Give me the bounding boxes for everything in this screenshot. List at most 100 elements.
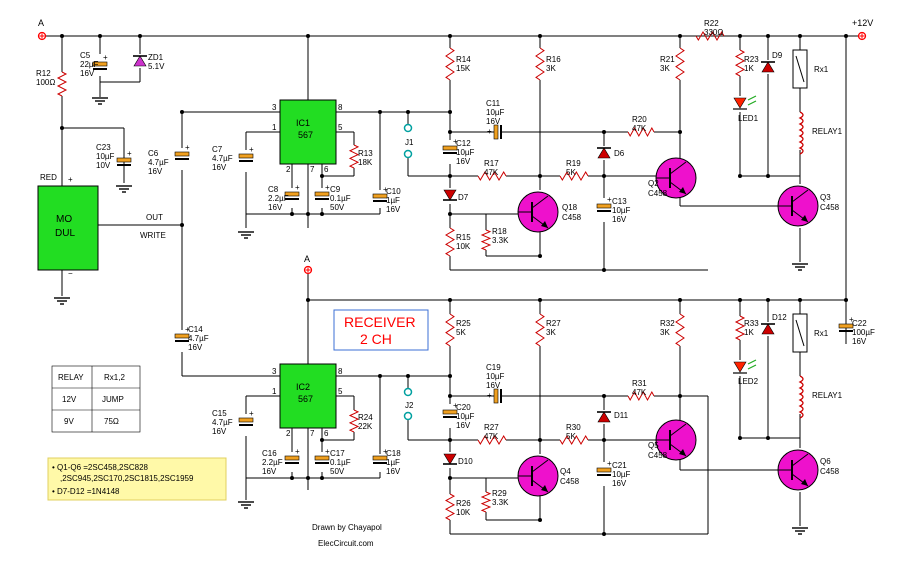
- ground-c5: [92, 97, 108, 105]
- transistor-q3-ref: Q3: [820, 193, 831, 202]
- capacitors: +C522µF16V+C2310µF10V+C64.7µF16V+C74.7µF…: [80, 51, 875, 488]
- capacitor-c7-value: 4.7µF: [212, 154, 233, 163]
- table-r1c1: RELAY: [58, 373, 84, 382]
- diode-d10: D10: [443, 453, 473, 466]
- capacitor-c19-ref: C19: [486, 363, 501, 372]
- j1-label: J1: [405, 138, 414, 147]
- resistor-r21-value: 3K: [660, 64, 670, 73]
- resistor-r23-value: 1K: [744, 64, 754, 73]
- title-line2: 2 CH: [360, 331, 392, 347]
- resistor-r33-value: 1K: [744, 328, 754, 337]
- capacitor-c16-voltage: 16V: [262, 467, 277, 476]
- capacitor-c5-plus: +: [103, 53, 108, 62]
- resistors: R12100ΩR1415KR163KR213KR231KR1318KR1510K…: [36, 19, 759, 521]
- capacitor-c15-plus: +: [249, 409, 254, 418]
- diode-zd1-ref: ZD1: [148, 53, 164, 62]
- capacitor-c18-voltage: 16V: [386, 467, 401, 476]
- capacitor-c18-ref: C18: [386, 449, 401, 458]
- capacitor-c7-plus: +: [249, 145, 254, 154]
- capacitor-c19-plus: +: [487, 391, 492, 400]
- transistor-q2-ref: Q2: [648, 179, 659, 188]
- resistor-r25-value: 5K: [456, 328, 466, 337]
- transistor-q5-ref: Q5: [648, 441, 659, 450]
- capacitor-c7-voltage: 16V: [212, 163, 227, 172]
- wiring: [42, 34, 862, 536]
- diode-d11: D11: [597, 411, 629, 423]
- capacitor-c22-value: 100µF: [852, 328, 875, 337]
- ic1-pin2: 2: [286, 165, 291, 174]
- ground-ic1: [238, 231, 254, 239]
- transistor-q3-part: C458: [820, 203, 840, 212]
- capacitor-c20-value: 10µF: [456, 412, 475, 421]
- diode-d9: D9: [761, 51, 783, 73]
- transistor-q6-ref: Q6: [820, 457, 831, 466]
- capacitor-c15-voltage: 16V: [212, 427, 227, 436]
- capacitor-c17-plus: +: [325, 447, 330, 456]
- capacitor-c8-ref: C8: [268, 185, 279, 194]
- capacitor-c9-voltage: 50V: [330, 203, 345, 212]
- capacitor-c5-value: 22µF: [80, 60, 99, 69]
- ic2-567: IC2 567 3 1 8 5 2 7 6: [272, 363, 343, 438]
- resistor-r26-value: 10K: [456, 508, 471, 517]
- j2-label: J2: [405, 401, 414, 410]
- ic1-part: 567: [298, 130, 313, 140]
- transistor-q4-ref: Q4: [560, 467, 571, 476]
- ground-q3: [792, 263, 808, 271]
- jumper-j1: J1: [403, 123, 414, 159]
- capacitor-c9-ref: C9: [330, 185, 341, 194]
- capacitor-c10-value: 1µF: [386, 196, 400, 205]
- diode-zd1-value: 5.1V: [148, 62, 165, 71]
- capacitor-c8-value: 2.2µF: [268, 194, 289, 203]
- resistor-r14-value: 15K: [456, 64, 471, 73]
- capacitor-c5-ref: C5: [80, 51, 91, 60]
- capacitor-c16-value: 2.2µF: [262, 458, 283, 467]
- capacitor-c14-value: 4.7µF: [188, 334, 209, 343]
- table-r3c1: 9V: [64, 417, 74, 426]
- module-minus-label: −: [68, 269, 73, 278]
- ic2-pin3: 3: [272, 367, 277, 376]
- ic1-ref: IC1: [296, 118, 310, 128]
- resistor-r31-ref: R31: [632, 379, 647, 388]
- capacitor-c9-value: 0.1µF: [330, 194, 351, 203]
- capacitor-c8-plus: +: [295, 183, 300, 192]
- capacitor-c19-value: 10µF: [486, 372, 505, 381]
- capacitor-c10-ref: C10: [386, 187, 401, 196]
- capacitor-c11-value: 10µF: [486, 108, 505, 117]
- resistor-r31-value: 47K: [632, 388, 647, 397]
- diode-d6: D6: [597, 147, 625, 159]
- transistor-q2-part: C458: [648, 189, 668, 198]
- capacitor-c15-ref: C15: [212, 409, 227, 418]
- resistor-r24-value: 22K: [358, 422, 373, 431]
- module-out-label: OUT: [146, 213, 163, 222]
- capacitor-c7-ref: C7: [212, 145, 223, 154]
- diode-d12: D12: [761, 313, 787, 335]
- resistor-r21-ref: R21: [660, 55, 675, 64]
- title-box: RECEIVER 2 CH: [333, 309, 429, 351]
- credit-author: Drawn by Chayapol: [312, 523, 382, 532]
- ground-c23: [116, 185, 132, 193]
- resistor-r25-ref: R25: [456, 319, 471, 328]
- node-a-label: A: [38, 18, 44, 28]
- relay-2: Rx1 RELAY1: [792, 313, 843, 419]
- module-red-label: RED: [40, 173, 57, 182]
- transistor-q4-part: C458: [560, 477, 580, 486]
- resistor-r27-value: 3K: [546, 328, 556, 337]
- ground-ic2: [238, 501, 254, 509]
- ic1-pin5: 5: [338, 123, 343, 132]
